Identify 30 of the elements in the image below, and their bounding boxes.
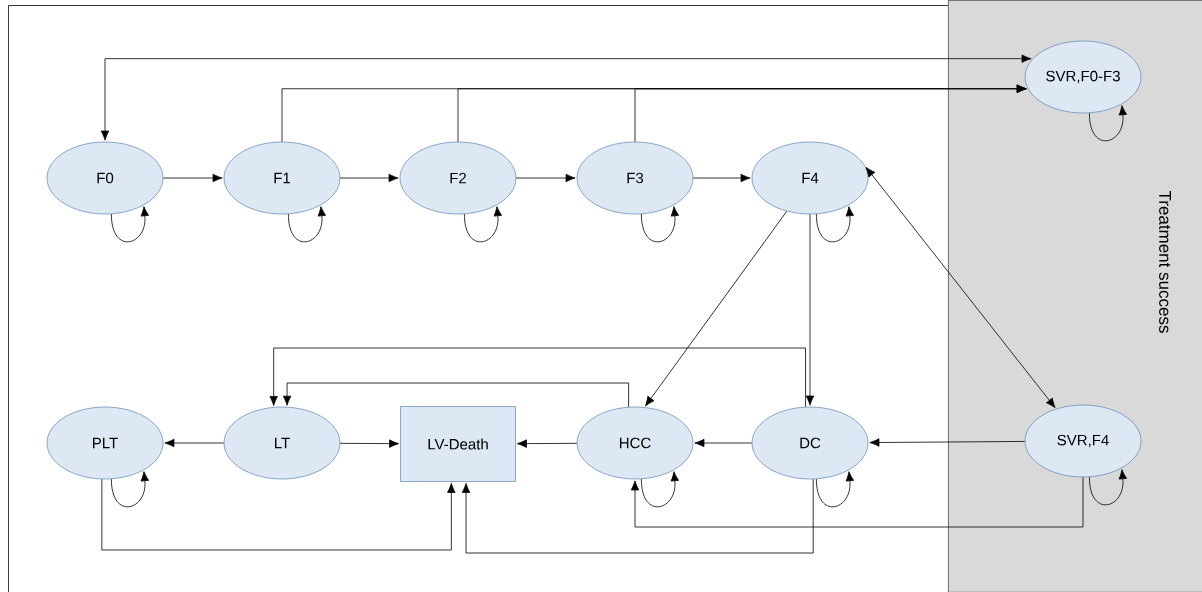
arrow — [515, 173, 576, 183]
loop-arrow — [816, 471, 854, 508]
loop-arrow — [641, 471, 679, 508]
arrow — [805, 213, 815, 406]
state-box: LV-Death — [400, 406, 516, 482]
arrow — [164, 438, 225, 448]
loop-arrow — [287, 206, 326, 243]
loop-arrow — [110, 471, 149, 508]
loop-arrow — [110, 206, 149, 243]
arrow — [162, 173, 223, 183]
arrow — [865, 167, 1056, 408]
loop-arrow — [641, 206, 679, 243]
arrow — [692, 173, 751, 183]
arrow — [517, 439, 578, 448]
arrow — [461, 478, 814, 554]
loop-arrow — [1089, 469, 1127, 506]
loop-arrow — [816, 206, 854, 243]
arrow — [282, 382, 630, 408]
arrow — [339, 439, 400, 448]
arrow — [630, 476, 1084, 528]
loop-arrow — [1089, 105, 1127, 142]
arrow — [101, 478, 456, 551]
arrow — [269, 347, 806, 408]
arrow — [634, 84, 1027, 143]
arrow — [645, 210, 788, 407]
arrow — [869, 438, 1026, 447]
arrow — [339, 173, 399, 183]
loop-arrow — [464, 206, 502, 243]
arrow — [100, 54, 1032, 141]
arrow — [694, 438, 753, 448]
